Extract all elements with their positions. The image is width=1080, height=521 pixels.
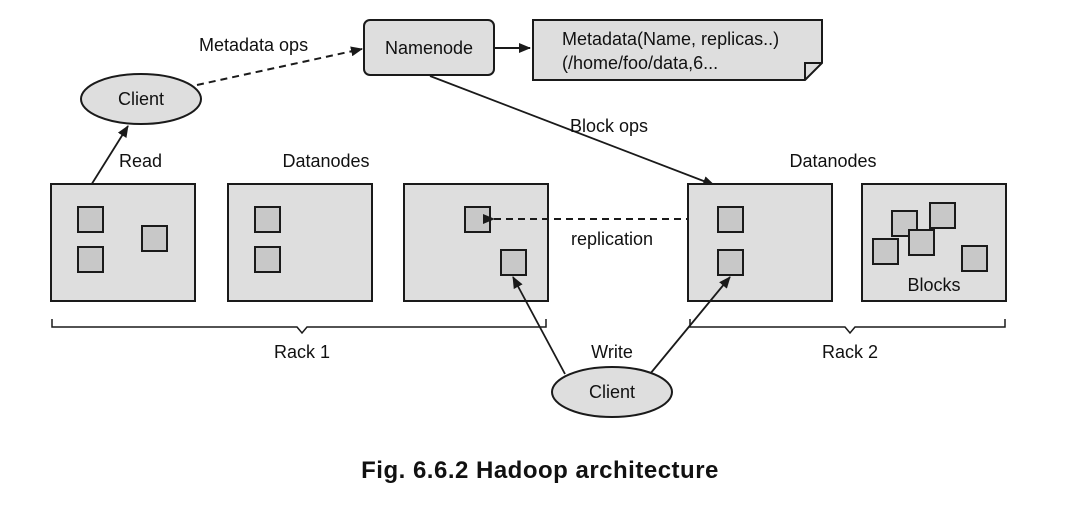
namenode-label: Namenode <box>385 38 473 58</box>
metadata-ops-arrow <box>196 46 363 86</box>
data-block <box>464 206 491 233</box>
data-block <box>141 225 168 252</box>
rack2-brace <box>689 319 1006 335</box>
data-block <box>500 249 527 276</box>
metadata-ops-label: Metadata ops <box>199 35 308 55</box>
datanode-rack2-2: Blocks <box>861 183 1007 302</box>
datanodes-left-label: Datanodes <box>282 151 369 171</box>
read-label: Read <box>119 151 162 171</box>
datanode-rack1-1 <box>50 183 196 302</box>
data-block <box>929 202 956 229</box>
metadata-note: Metadata(Name, replicas..) (/home/foo/da… <box>532 19 823 81</box>
client-bottom-node: Client <box>551 366 673 418</box>
client-bottom-label: Client <box>589 382 635 402</box>
metadata-line2: (/home/foo/data,6... <box>562 53 718 73</box>
datanode-rack1-2 <box>227 183 373 302</box>
write-arrow-rack1 <box>512 276 566 375</box>
data-block <box>961 245 988 272</box>
figure-caption: Fig. 6.6.2 Hadoop architecture <box>361 457 719 484</box>
replication-label: replication <box>571 229 653 249</box>
block-ops-label: Block ops <box>570 116 648 136</box>
data-block <box>254 206 281 233</box>
client-top-node: Client <box>80 73 202 125</box>
datanode-rack1-3 <box>403 183 549 302</box>
data-block <box>254 246 281 273</box>
blocks-label: Blocks <box>907 275 960 295</box>
write-arrow-rack2 <box>649 276 731 375</box>
metadata-line1: Metadata(Name, replicas..) <box>562 29 779 49</box>
data-block <box>717 206 744 233</box>
data-block <box>77 206 104 233</box>
rack1-brace <box>51 319 547 335</box>
data-block <box>717 249 744 276</box>
data-block <box>908 229 935 256</box>
namenode-box: Namenode <box>363 19 495 76</box>
block-ops-arrow <box>429 75 715 186</box>
data-block <box>872 238 899 265</box>
data-block <box>77 246 104 273</box>
datanode-rack2-1 <box>687 183 833 302</box>
write-label: Write <box>591 342 633 362</box>
rack2-label: Rack 2 <box>822 342 878 362</box>
datanodes-right-label: Datanodes <box>789 151 876 171</box>
rack1-label: Rack 1 <box>274 342 330 362</box>
client-top-label: Client <box>118 89 164 109</box>
